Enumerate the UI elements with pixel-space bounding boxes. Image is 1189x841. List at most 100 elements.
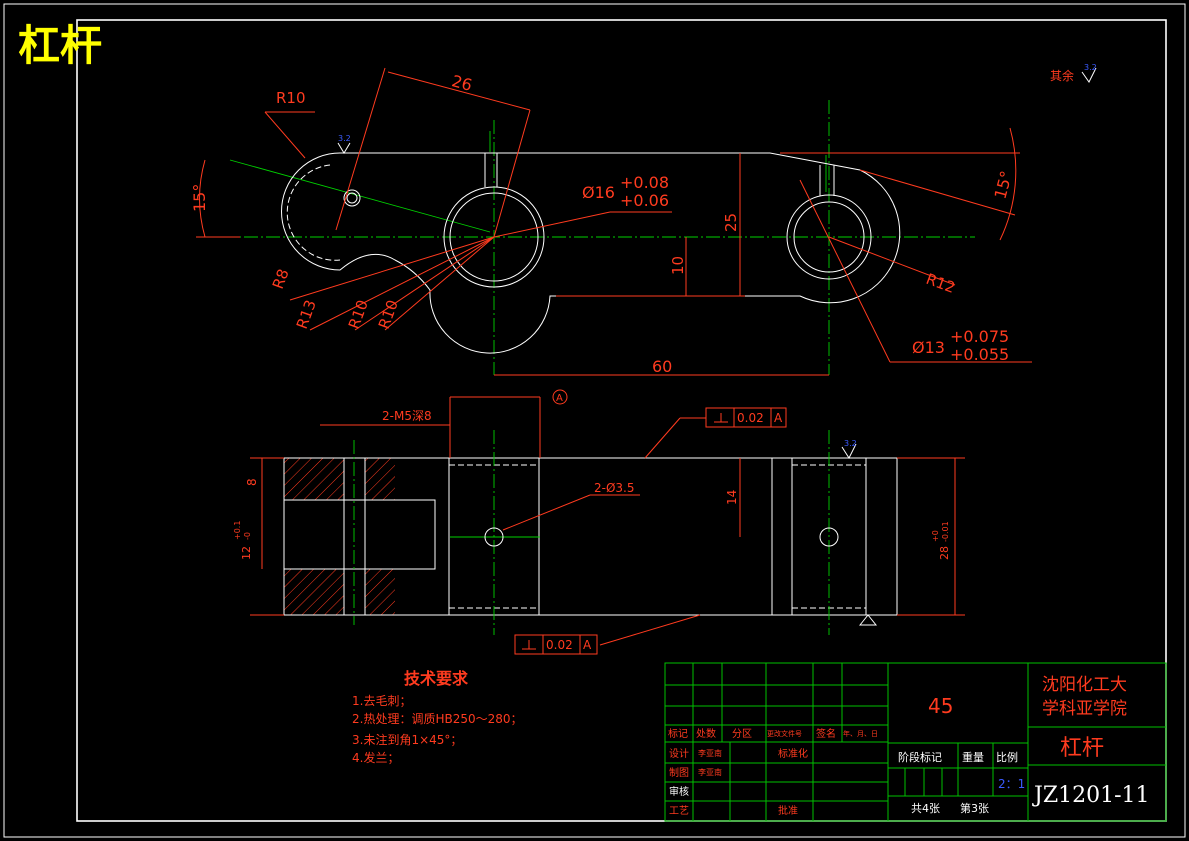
gdt-bottom-datum: A [583, 638, 592, 652]
thread-label: 2-M5深8 [382, 409, 432, 423]
right-hole-outer [786, 194, 872, 280]
dim-8: 8 [245, 478, 259, 486]
tech-requirements: 技术要求 1.去毛刺； 2.热处理：调质HB250～280； 3.未注到角1×4… [352, 669, 523, 765]
left-lug-inner-arc [286, 164, 341, 261]
perpendicular-icon-bottom [522, 640, 536, 650]
section-hole-1 [484, 527, 504, 547]
page-title: 杠杆 [18, 21, 102, 70]
section-dimension-lines [250, 396, 965, 646]
tb-scale-value: 2：1 [998, 777, 1025, 791]
tb-standard-label: 标准化 [778, 747, 808, 760]
dim-12: 12 [240, 546, 253, 560]
tb-design-label: 设计 [669, 747, 689, 760]
gdt-bottom-value: 0.02 [546, 638, 573, 652]
tb-process-label: 工艺 [669, 805, 689, 817]
hatch-top-left [283, 457, 345, 501]
dimension-lines [196, 67, 1032, 376]
roughness-symbol [337, 142, 351, 154]
dim-15deg-right: 15° [991, 169, 1017, 201]
tb-material: 45 [928, 694, 953, 718]
tech-item-3: 3.未注到角1×45°； [352, 732, 462, 747]
front-view: 26 R10 15° Ø16 +0.08 +0.06 25 10 60 R8 R… [190, 63, 1097, 376]
tech-item-2: 2.热处理：调质HB250～280； [352, 712, 523, 726]
dim-phi13: Ø13 [912, 338, 945, 357]
dim-28-upper: +0 [931, 530, 940, 542]
dim-26: 26 [450, 71, 475, 95]
dim-12-lower: -0 [243, 532, 252, 540]
tb-approve-label: 批准 [778, 804, 798, 817]
dim-15deg-left: 15° [190, 184, 209, 212]
tb-docno: 更改文件号 [767, 729, 802, 738]
tb-draw-name: 李亚南 [698, 767, 722, 777]
hatch-bottom-mid [365, 569, 395, 615]
dim-12-upper: +0.1 [233, 521, 242, 540]
roughness-section-value: 3.2 [844, 439, 857, 448]
dim-r10-a: R10 [345, 297, 372, 331]
tb-school-2: 学科亚学院 [1042, 699, 1127, 719]
tb-drawing-no: JZ1201-11 [1032, 783, 1150, 808]
tb-sign: 签名 [816, 727, 836, 740]
dim-phi16-lower: +0.06 [620, 191, 669, 210]
perpendicular-icon [714, 413, 728, 423]
big-hole-inner [449, 192, 539, 282]
gdt-top-datum: A [774, 411, 783, 425]
gdt-frame-top [705, 407, 787, 428]
tb-stage-label: 阶段标记 [898, 750, 942, 764]
dim-60: 60 [652, 357, 672, 376]
tb-design-name: 李亚南 [698, 748, 722, 758]
dim-r10-top: R10 [276, 89, 306, 107]
tb-date: 年、月、日 [843, 729, 878, 738]
tb-zone: 分区 [732, 728, 752, 740]
left-small-hole [343, 189, 361, 207]
tb-mark: 标记 [668, 728, 688, 740]
title-block: 标记 处数 分区 更改文件号 签名 年、月、日 设计 李亚南 标准化 制图 李亚… [664, 662, 1167, 822]
dim-25: 25 [722, 213, 740, 232]
tech-item-4: 4.发兰； [352, 750, 399, 765]
tb-weight-label: 重量 [962, 750, 984, 764]
roughness-rest-symbol [1081, 67, 1097, 83]
tb-count: 处数 [696, 727, 716, 740]
dim-phi16-upper: +0.08 [620, 173, 669, 192]
right-hole-inner [793, 201, 865, 273]
tb-school-1: 沈阳化工大 [1042, 675, 1127, 695]
tb-sheet-no: 第3张 [960, 801, 989, 815]
section-hole-2 [819, 527, 839, 547]
datum-circle [552, 389, 568, 405]
gdt-frame-bottom [514, 634, 598, 655]
dim-14: 14 [725, 490, 739, 505]
dim-r13: R13 [293, 297, 320, 331]
dim-r10-b: R10 [375, 297, 402, 331]
dim-phi13-lower: +0.055 [950, 345, 1009, 364]
section-view: 2-M5深8 A 2-Ø3.5 0.02 A 0.02 A 8 12 +0.1 … [233, 389, 965, 655]
roughness-section [841, 443, 857, 460]
roughness-rest-value: 3.2 [1084, 63, 1097, 72]
dim-28: 28 [938, 546, 951, 560]
tb-review-label: 审核 [669, 785, 689, 798]
tech-item-1: 1.去毛刺； [352, 694, 411, 708]
gdt-top-value: 0.02 [737, 411, 764, 425]
section-slot [310, 499, 436, 570]
hatch-top-mid [365, 458, 395, 500]
tech-heading: 技术要求 [404, 669, 469, 688]
tb-part-name: 杠杆 [1060, 736, 1104, 761]
outer-frame [3, 3, 1186, 838]
left-small-hole-inner [346, 192, 358, 204]
inner-frame [76, 19, 1167, 822]
tb-scale-label: 比例 [996, 750, 1018, 764]
dim-10: 10 [669, 256, 687, 275]
roughness-small: 3.2 [338, 134, 351, 143]
lever-outline [281, 152, 901, 354]
tb-total-sheets: 共4张 [911, 802, 940, 815]
roughness-rest-label: 其余 [1050, 68, 1074, 83]
dim-r8: R8 [269, 266, 293, 291]
tb-draw-label: 制图 [669, 766, 689, 779]
dim-r12: R12 [924, 270, 958, 297]
dim-phi16: Ø16 [582, 183, 615, 202]
hole-label: 2-Ø3.5 [594, 481, 635, 495]
datum-triangle [858, 614, 878, 626]
big-hole-outer [443, 186, 545, 288]
dim-phi13-upper: +0.075 [950, 327, 1009, 346]
hatch-bottom-left [283, 568, 345, 616]
dim-28-lower: -0.01 [941, 521, 950, 542]
datum-label: A [556, 393, 563, 404]
